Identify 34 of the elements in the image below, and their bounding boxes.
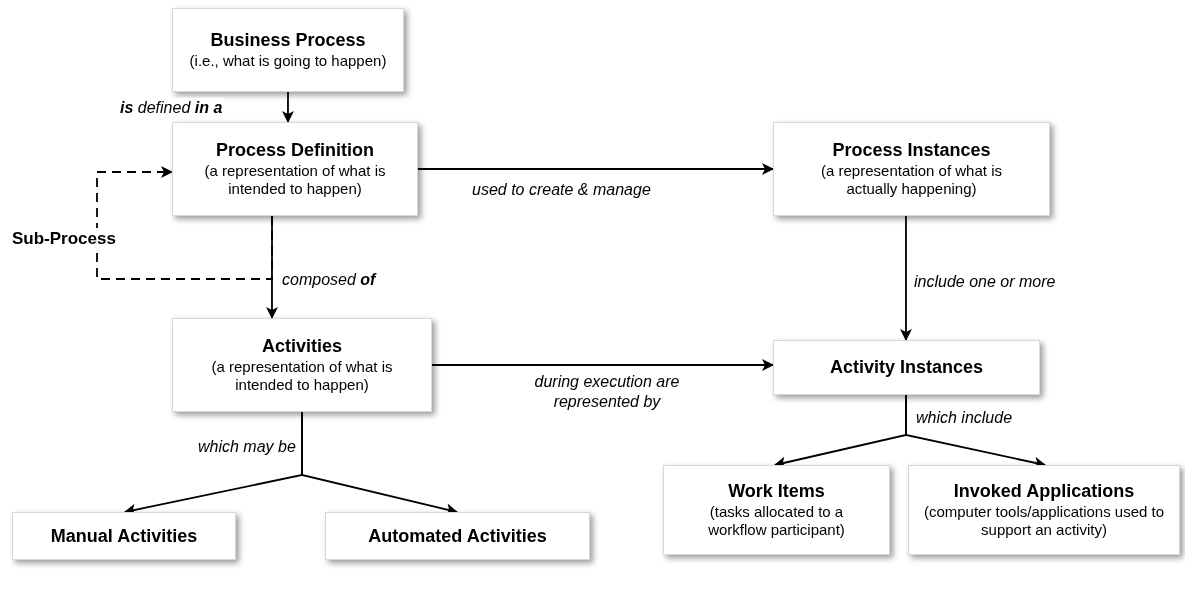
box-title: Business Process: [210, 29, 366, 52]
process-box: [12, 512, 236, 560]
arrow: [266, 215, 278, 319]
box-title: Automated Activities: [368, 524, 547, 548]
process-box: [773, 340, 1040, 395]
process-box: [908, 465, 1180, 555]
arrow: [899, 215, 912, 341]
arrow: [282, 91, 294, 123]
box-description: (i.e., what is going to happen): [188, 51, 388, 71]
box-description: (computer tools/applications used to support an activity): [922, 502, 1166, 540]
edge-label: Sub-Process: [10, 228, 118, 250]
box-description: (tasks allocated to a workflow participant): [707, 502, 846, 540]
box-description: (a representation of what is intended to happen): [203, 161, 387, 199]
edge-label: used to create & manage: [470, 180, 653, 200]
box-title: Invoked Applications: [953, 480, 1135, 503]
box-description: (a representation of what is intended to happen): [210, 357, 394, 395]
box-title: Activity Instances: [829, 356, 984, 379]
box-title: Process Definition: [215, 139, 374, 162]
process-box: [325, 512, 590, 560]
box-title: Activities: [261, 335, 342, 358]
arrow: [431, 359, 774, 371]
process-box: [172, 122, 418, 216]
process-box: [773, 122, 1050, 216]
box-title: Work Items: [728, 480, 825, 503]
process-box: [172, 318, 432, 412]
process-box: [172, 8, 404, 92]
box-title: Process Instances: [832, 139, 991, 162]
edge-label: composed of: [280, 270, 378, 290]
arrow: [96, 166, 273, 280]
process-box: [663, 465, 890, 555]
box-title: Manual Activities: [50, 524, 198, 548]
edge-label: which may be: [196, 437, 298, 457]
arrow: [417, 163, 774, 175]
box-description: (a representation of what is actually happening): [820, 161, 1003, 199]
